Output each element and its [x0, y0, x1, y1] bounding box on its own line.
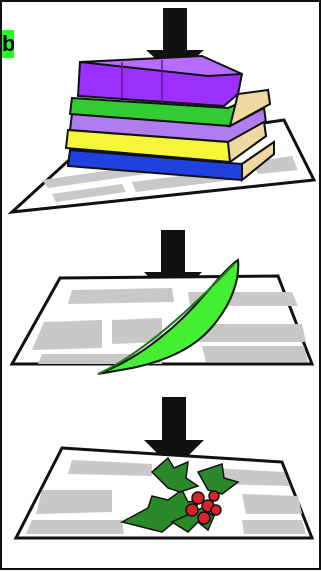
- diagram-svg: [2, 2, 321, 572]
- diagram-canvas: b: [0, 0, 321, 570]
